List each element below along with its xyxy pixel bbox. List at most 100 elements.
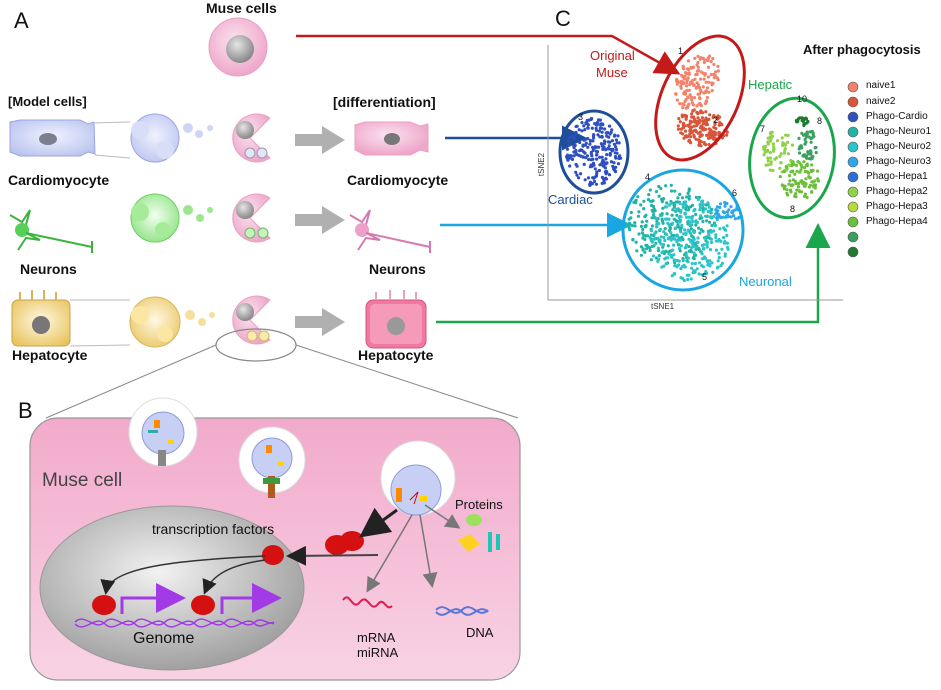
scatter-point <box>640 231 645 235</box>
scatter-point <box>694 73 698 77</box>
scatter-point <box>814 183 818 187</box>
genome-helix <box>74 618 275 628</box>
scatter-point <box>711 57 715 61</box>
scatter-point <box>797 161 802 165</box>
scatter-point <box>712 72 716 76</box>
scatter-point <box>577 128 581 132</box>
scatter-point <box>669 254 673 258</box>
scatter-point <box>697 96 702 100</box>
scatter-point <box>697 272 701 276</box>
scatter-point <box>696 92 700 96</box>
scatter-point <box>634 199 638 203</box>
scatter-point <box>676 223 680 227</box>
scatter-point <box>658 214 662 218</box>
muse-cell-label: Muse cell <box>42 470 123 491</box>
scatter-point <box>711 132 715 136</box>
muse-phago-1 <box>232 113 271 163</box>
scatter-point <box>633 221 637 225</box>
scatter-point <box>707 131 712 135</box>
scatter-point <box>692 124 696 128</box>
row2-right-label: Neurons <box>369 261 426 277</box>
scatter-point <box>590 126 594 130</box>
scatter-point <box>664 249 668 253</box>
scatter-point <box>691 242 695 247</box>
scatter-point <box>710 223 714 227</box>
scatter-point <box>683 228 687 232</box>
legend-label: Phago-Hepa1 <box>866 171 928 182</box>
scatter-point <box>699 77 703 81</box>
scatter-point <box>706 75 711 79</box>
scatter-point <box>733 217 738 221</box>
scatter-point <box>707 127 712 131</box>
scatter-point <box>714 70 718 74</box>
scatter-point <box>694 223 698 227</box>
scatter-point <box>687 205 691 209</box>
protein-cyan <box>488 532 500 552</box>
scatter-point <box>701 85 705 89</box>
scatter-point <box>639 224 644 228</box>
scatter-point <box>580 121 584 125</box>
scatter-point <box>703 256 708 260</box>
scatter-point <box>716 64 720 68</box>
scatter-point <box>704 99 709 103</box>
scatter-point <box>675 240 679 244</box>
scatter-point <box>657 184 661 189</box>
scatter-point <box>687 273 691 277</box>
scatter-point <box>571 134 575 138</box>
scatter-point <box>678 192 682 196</box>
scatter-point <box>693 56 697 60</box>
scatter-point <box>795 188 799 192</box>
scatter-point <box>800 131 804 135</box>
row2-left-label: Neurons <box>20 261 77 277</box>
scatter-point <box>677 243 681 247</box>
scatter-point <box>705 86 710 90</box>
cluster-label-cardiac: Cardiac <box>548 192 593 207</box>
scatter-point <box>699 144 703 148</box>
scatter-point <box>781 143 785 147</box>
legend-marker <box>847 111 859 123</box>
scatter-point <box>602 179 606 183</box>
scatter-point <box>664 262 668 266</box>
legend-label: Phago-Hepa3 <box>866 201 928 212</box>
scatter-point <box>675 80 679 84</box>
scatter-point <box>792 162 796 166</box>
scatter-point <box>764 144 768 149</box>
legend-marker <box>847 246 859 258</box>
scatter-point <box>679 79 684 83</box>
scatter-point <box>643 250 647 254</box>
scatter-point <box>696 60 700 65</box>
scatter-point <box>637 210 641 214</box>
scatter-point <box>816 169 820 173</box>
legend-label: Phago-Neuro1 <box>866 126 932 137</box>
scatter-point <box>719 264 723 268</box>
scatter-point <box>600 135 604 139</box>
scatter-point <box>667 203 671 207</box>
scatter-point <box>718 121 722 125</box>
scatter-point <box>659 242 663 246</box>
scatter-point <box>793 194 797 198</box>
scatter-point <box>662 230 666 234</box>
scatter-point <box>585 118 589 122</box>
scatter-point <box>650 216 654 220</box>
scatter-point <box>702 77 706 81</box>
scatter-point <box>715 266 720 270</box>
legend-label: Phago-Hepa4 <box>866 216 928 227</box>
scatter-point <box>669 183 673 187</box>
scatter-point <box>675 207 679 211</box>
cluster-number: 7 <box>760 124 766 134</box>
scatter-point <box>696 197 701 202</box>
scatter-point <box>591 176 595 180</box>
scatter-point <box>643 215 647 219</box>
scatter-point <box>685 215 689 219</box>
scatter-point <box>684 117 688 121</box>
scatter-point <box>686 277 690 282</box>
scatter-point <box>584 137 588 141</box>
cluster-ellipse-hepatic <box>748 96 836 220</box>
scatter-point <box>597 129 602 133</box>
scatter-point <box>717 251 721 255</box>
scatter-point <box>681 106 685 110</box>
scatter-point <box>686 59 691 63</box>
scatter-point <box>707 233 711 238</box>
scatter-point <box>689 95 694 99</box>
scatter-point <box>715 76 719 80</box>
